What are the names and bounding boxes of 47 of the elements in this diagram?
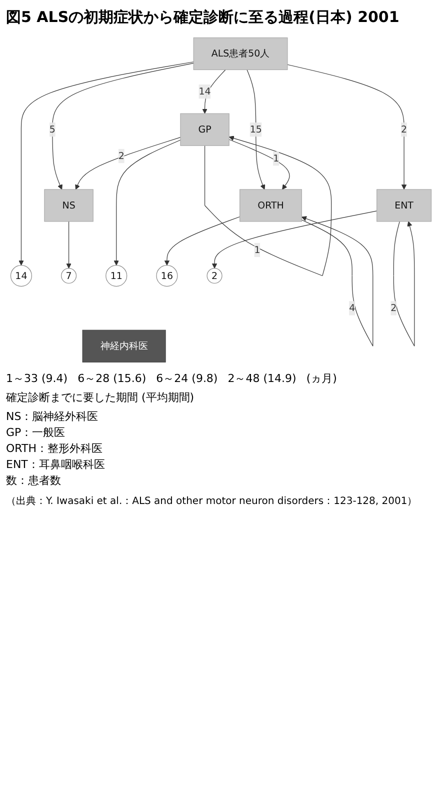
node-box: ENT — [376, 189, 432, 222]
period-label: 2～48 (14.9) — [228, 370, 296, 386]
period-label: 6～28 (15.6) — [78, 370, 146, 386]
figure-title: 図5 ALSの初期症状から確定診断に至る過程(日本) 2001 — [6, 8, 400, 27]
arrow — [114, 140, 181, 266]
node-circle: 16 — [156, 265, 178, 287]
node-circle: 14 — [10, 265, 32, 287]
edge-label: 1 — [273, 152, 280, 164]
node-box: GP — [180, 113, 230, 146]
node-box: 神経内科医 — [82, 330, 166, 362]
arrow — [212, 210, 378, 269]
arrow — [202, 69, 226, 114]
arrow — [246, 69, 266, 190]
legend-entry: 数：患者数 — [6, 474, 61, 487]
period-label: 1～33 (9.4) — [6, 370, 68, 386]
edge-label: 2 — [401, 124, 408, 135]
edge-label: 4 — [349, 302, 356, 314]
node-box: NS — [44, 189, 94, 222]
legend-entry: ORTH：整形外科医 — [6, 442, 102, 455]
legend-entry: ENT：耳鼻咽喉科医 — [6, 458, 105, 471]
edge-label: 15 — [250, 124, 262, 135]
edge-label: 2 — [390, 302, 397, 314]
arrow — [204, 136, 332, 276]
edge-label: 5 — [49, 124, 56, 135]
arrow — [164, 216, 240, 266]
period-label: 確定診断までに要した期間 (平均期間) — [6, 390, 194, 405]
arrow — [228, 139, 290, 190]
node-box: ALS患者50人 — [193, 37, 288, 70]
source-caption: （出典：Y. Iwasaki et al.：ALS and other motor neuron disorders：123-128, 2001） — [6, 494, 418, 508]
arrow — [18, 62, 194, 266]
edge-label: 14 — [198, 86, 211, 98]
legend-entry: NS：脳神経外科医 — [6, 410, 98, 423]
node-circle: 7 — [61, 268, 77, 284]
arrow — [75, 137, 181, 190]
arrow — [301, 216, 374, 346]
arrow — [66, 221, 72, 269]
legend-entry: GP：一般医 — [6, 426, 66, 439]
edge-label: 2 — [118, 150, 124, 162]
arrow — [52, 62, 194, 190]
node-circle: 11 — [106, 265, 128, 287]
edge-label: 1 — [254, 244, 260, 256]
node-circle: 2 — [206, 268, 222, 284]
period-label: 6～24 (9.8) — [156, 370, 218, 386]
arrow — [393, 221, 415, 346]
period-label: (ヵ月) — [306, 370, 337, 386]
node-box: ORTH — [240, 189, 302, 222]
arrow — [287, 64, 407, 190]
